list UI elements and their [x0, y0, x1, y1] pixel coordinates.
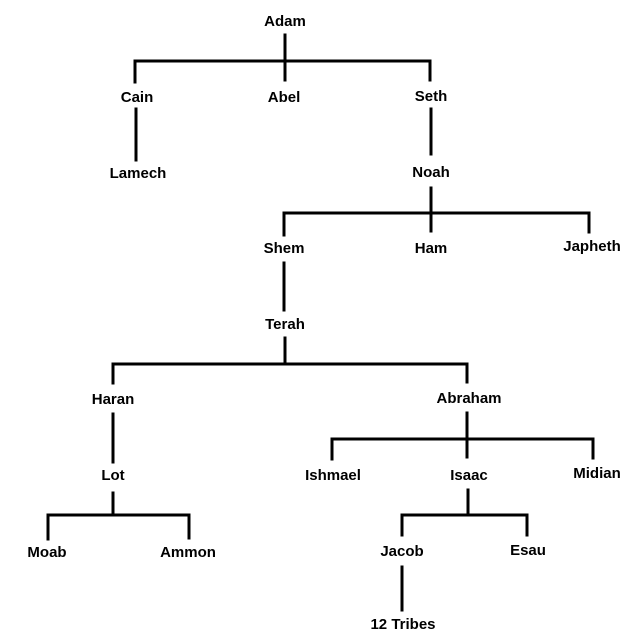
node-terah: Terah	[265, 316, 305, 333]
node-midian: Midian	[573, 465, 621, 482]
node-japheth: Japheth	[563, 238, 621, 255]
node-lot: Lot	[101, 467, 124, 484]
node-abel: Abel	[268, 89, 301, 106]
connector-lines	[46, 33, 595, 612]
node-ishmael: Ishmael	[305, 467, 361, 484]
person-labels: Adam Cain Abel Seth Lamech Noah Shem Ham…	[27, 13, 620, 633]
node-ammon: Ammon	[160, 544, 216, 561]
node-abraham: Abraham	[436, 390, 501, 407]
node-cain: Cain	[121, 89, 154, 106]
node-haran: Haran	[92, 391, 135, 408]
node-12-tribes: 12 Tribes	[370, 616, 435, 633]
node-lamech: Lamech	[110, 165, 167, 182]
node-isaac: Isaac	[450, 467, 488, 484]
node-esau: Esau	[510, 542, 546, 559]
node-seth: Seth	[415, 88, 448, 105]
node-shem: Shem	[264, 240, 305, 257]
node-moab: Moab	[27, 544, 66, 561]
node-jacob: Jacob	[380, 543, 423, 560]
node-adam: Adam	[264, 13, 306, 30]
node-noah: Noah	[412, 164, 450, 181]
node-ham: Ham	[415, 240, 448, 257]
